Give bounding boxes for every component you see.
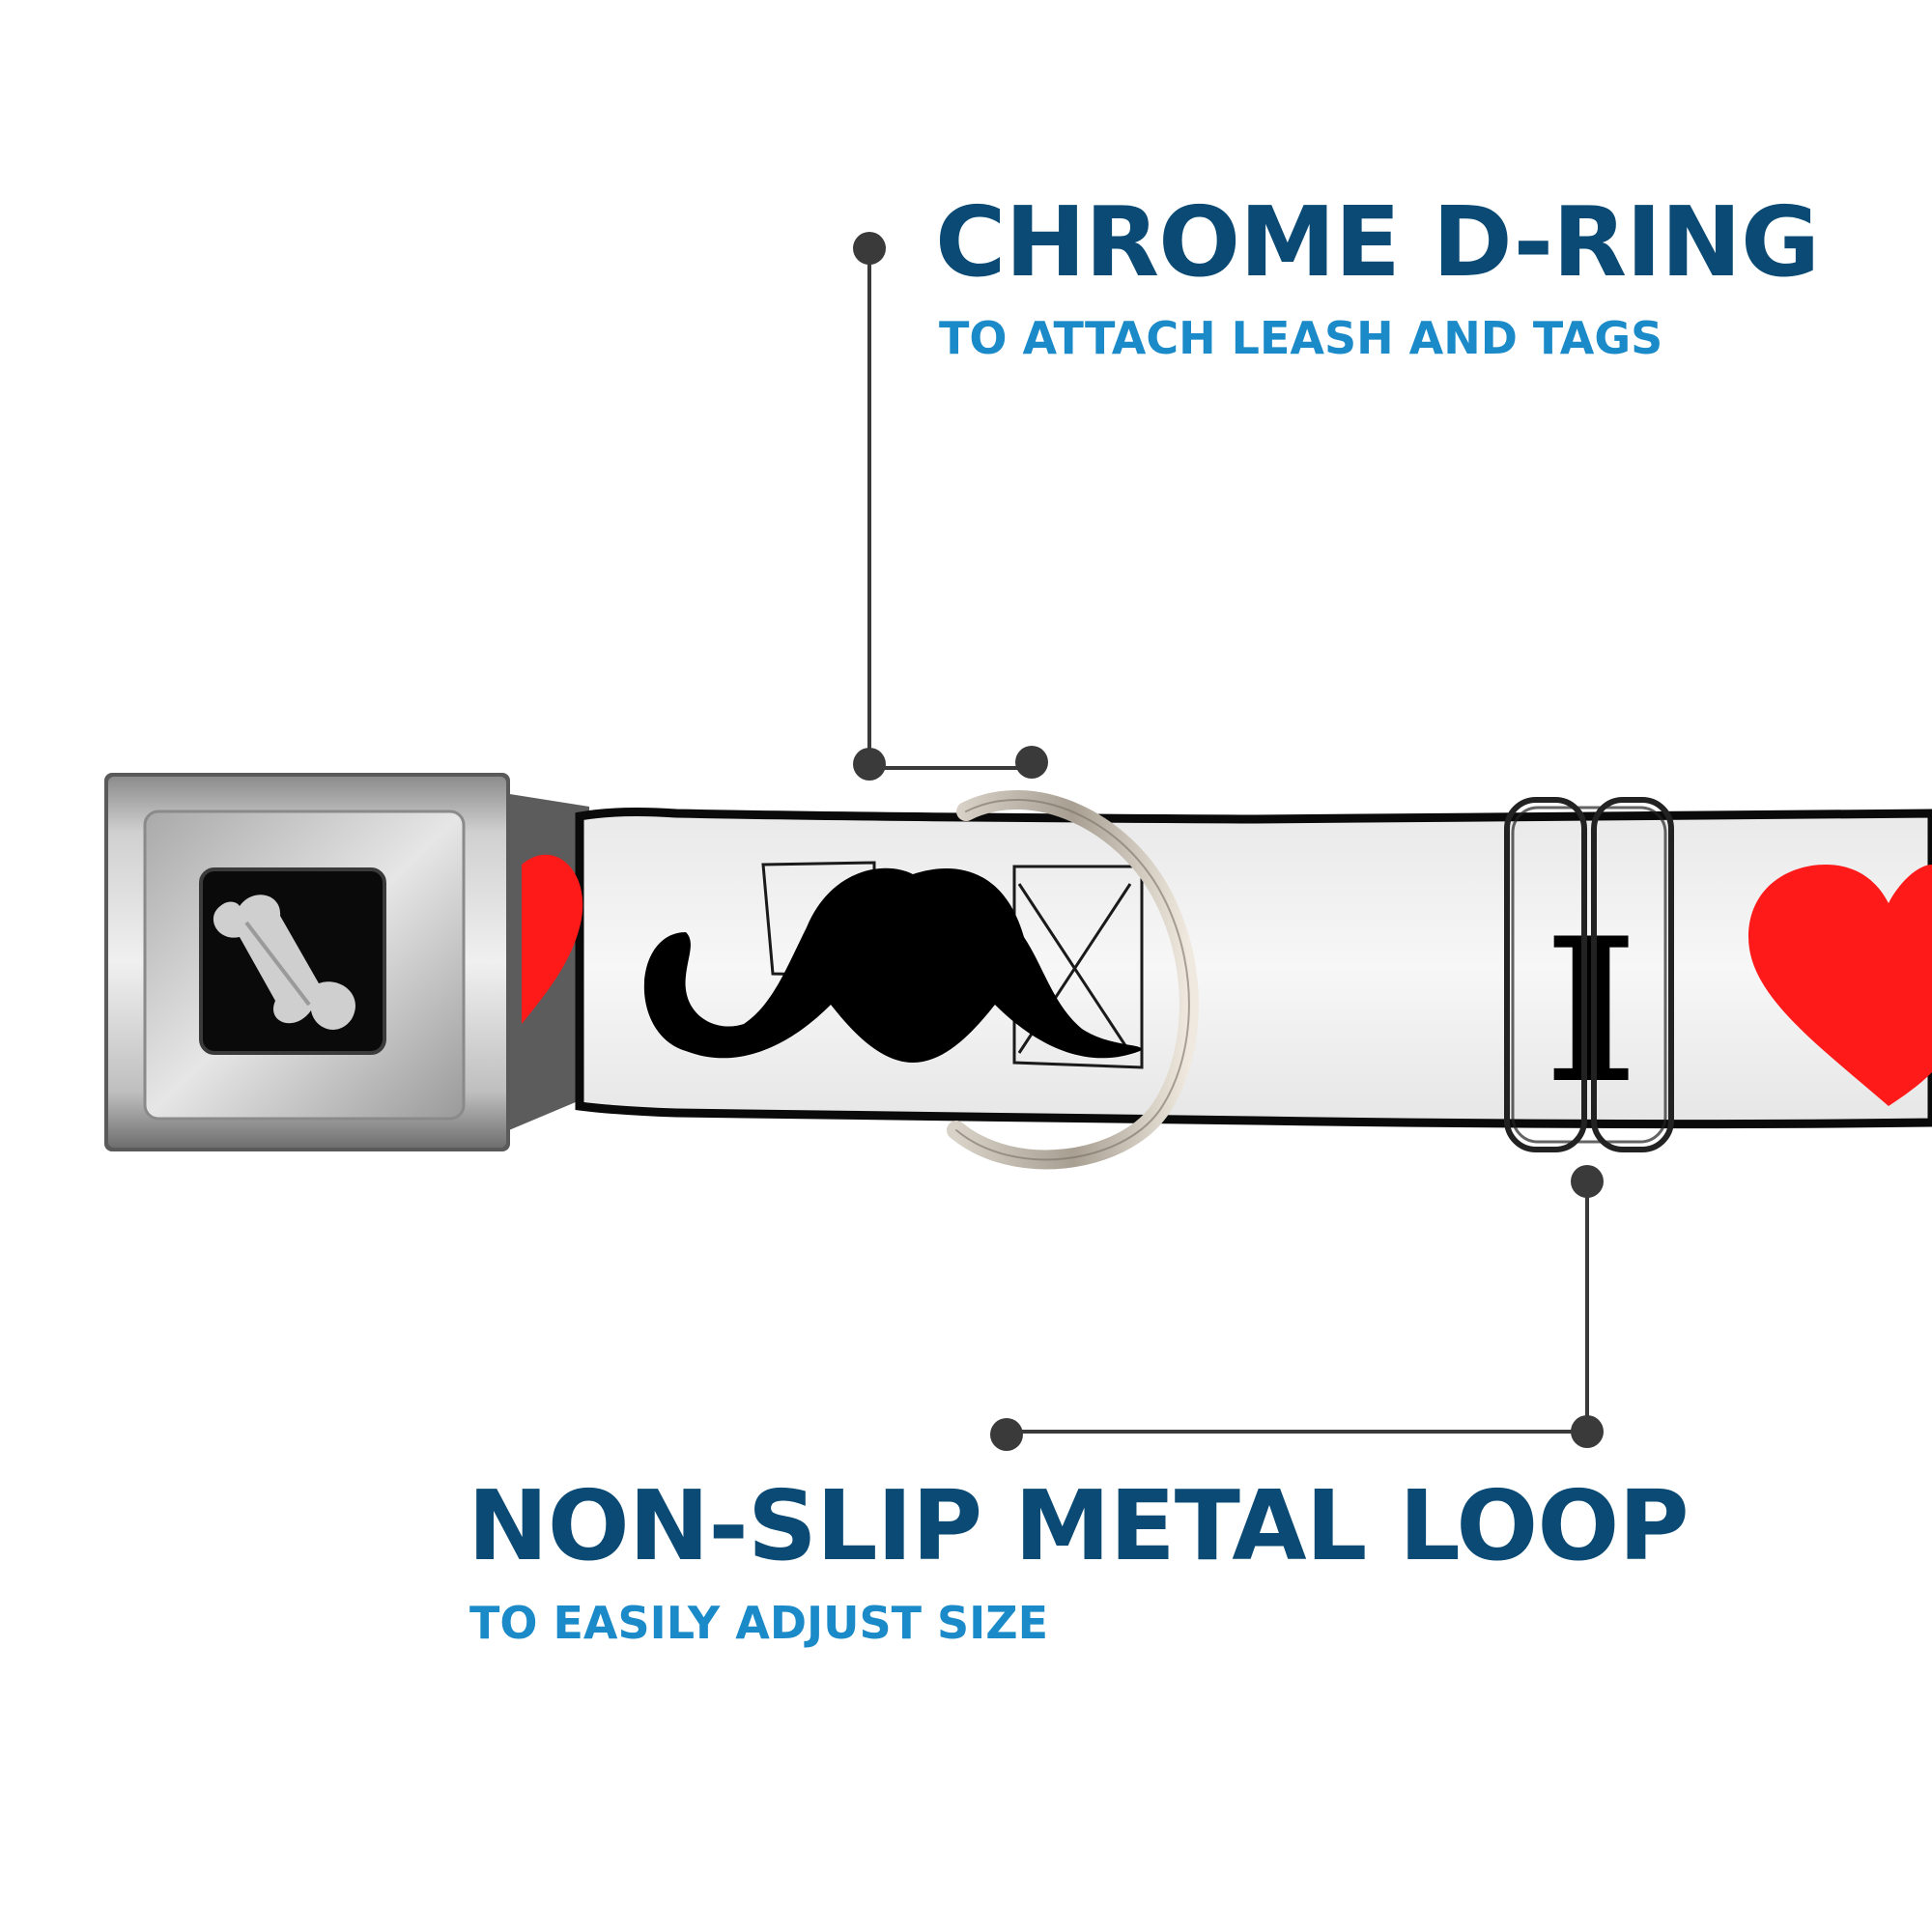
heart-icon-right xyxy=(1748,865,1932,1106)
collar-strap xyxy=(575,808,1932,1129)
bone-icon xyxy=(213,895,355,1030)
seatbelt-buckle xyxy=(104,773,510,1151)
loop-callout-subtitle: TO EASILY ADJUST SIZE xyxy=(469,1597,1049,1649)
mustache-icon xyxy=(643,861,1144,1069)
loop-callout-title: NON-SLIP METAL LOOP xyxy=(468,1469,1690,1582)
d-ring-icon xyxy=(947,790,1199,1170)
dring-leader-line xyxy=(853,232,1048,781)
loop-leader-line xyxy=(990,1165,1604,1451)
dring-callout-title: CHROME D-RING xyxy=(935,185,1820,298)
dring-callout-subtitle: TO ATTACH LEASH AND TAGS xyxy=(939,312,1663,364)
loop-icon xyxy=(1504,797,1674,1152)
heart-icon xyxy=(522,854,583,1024)
